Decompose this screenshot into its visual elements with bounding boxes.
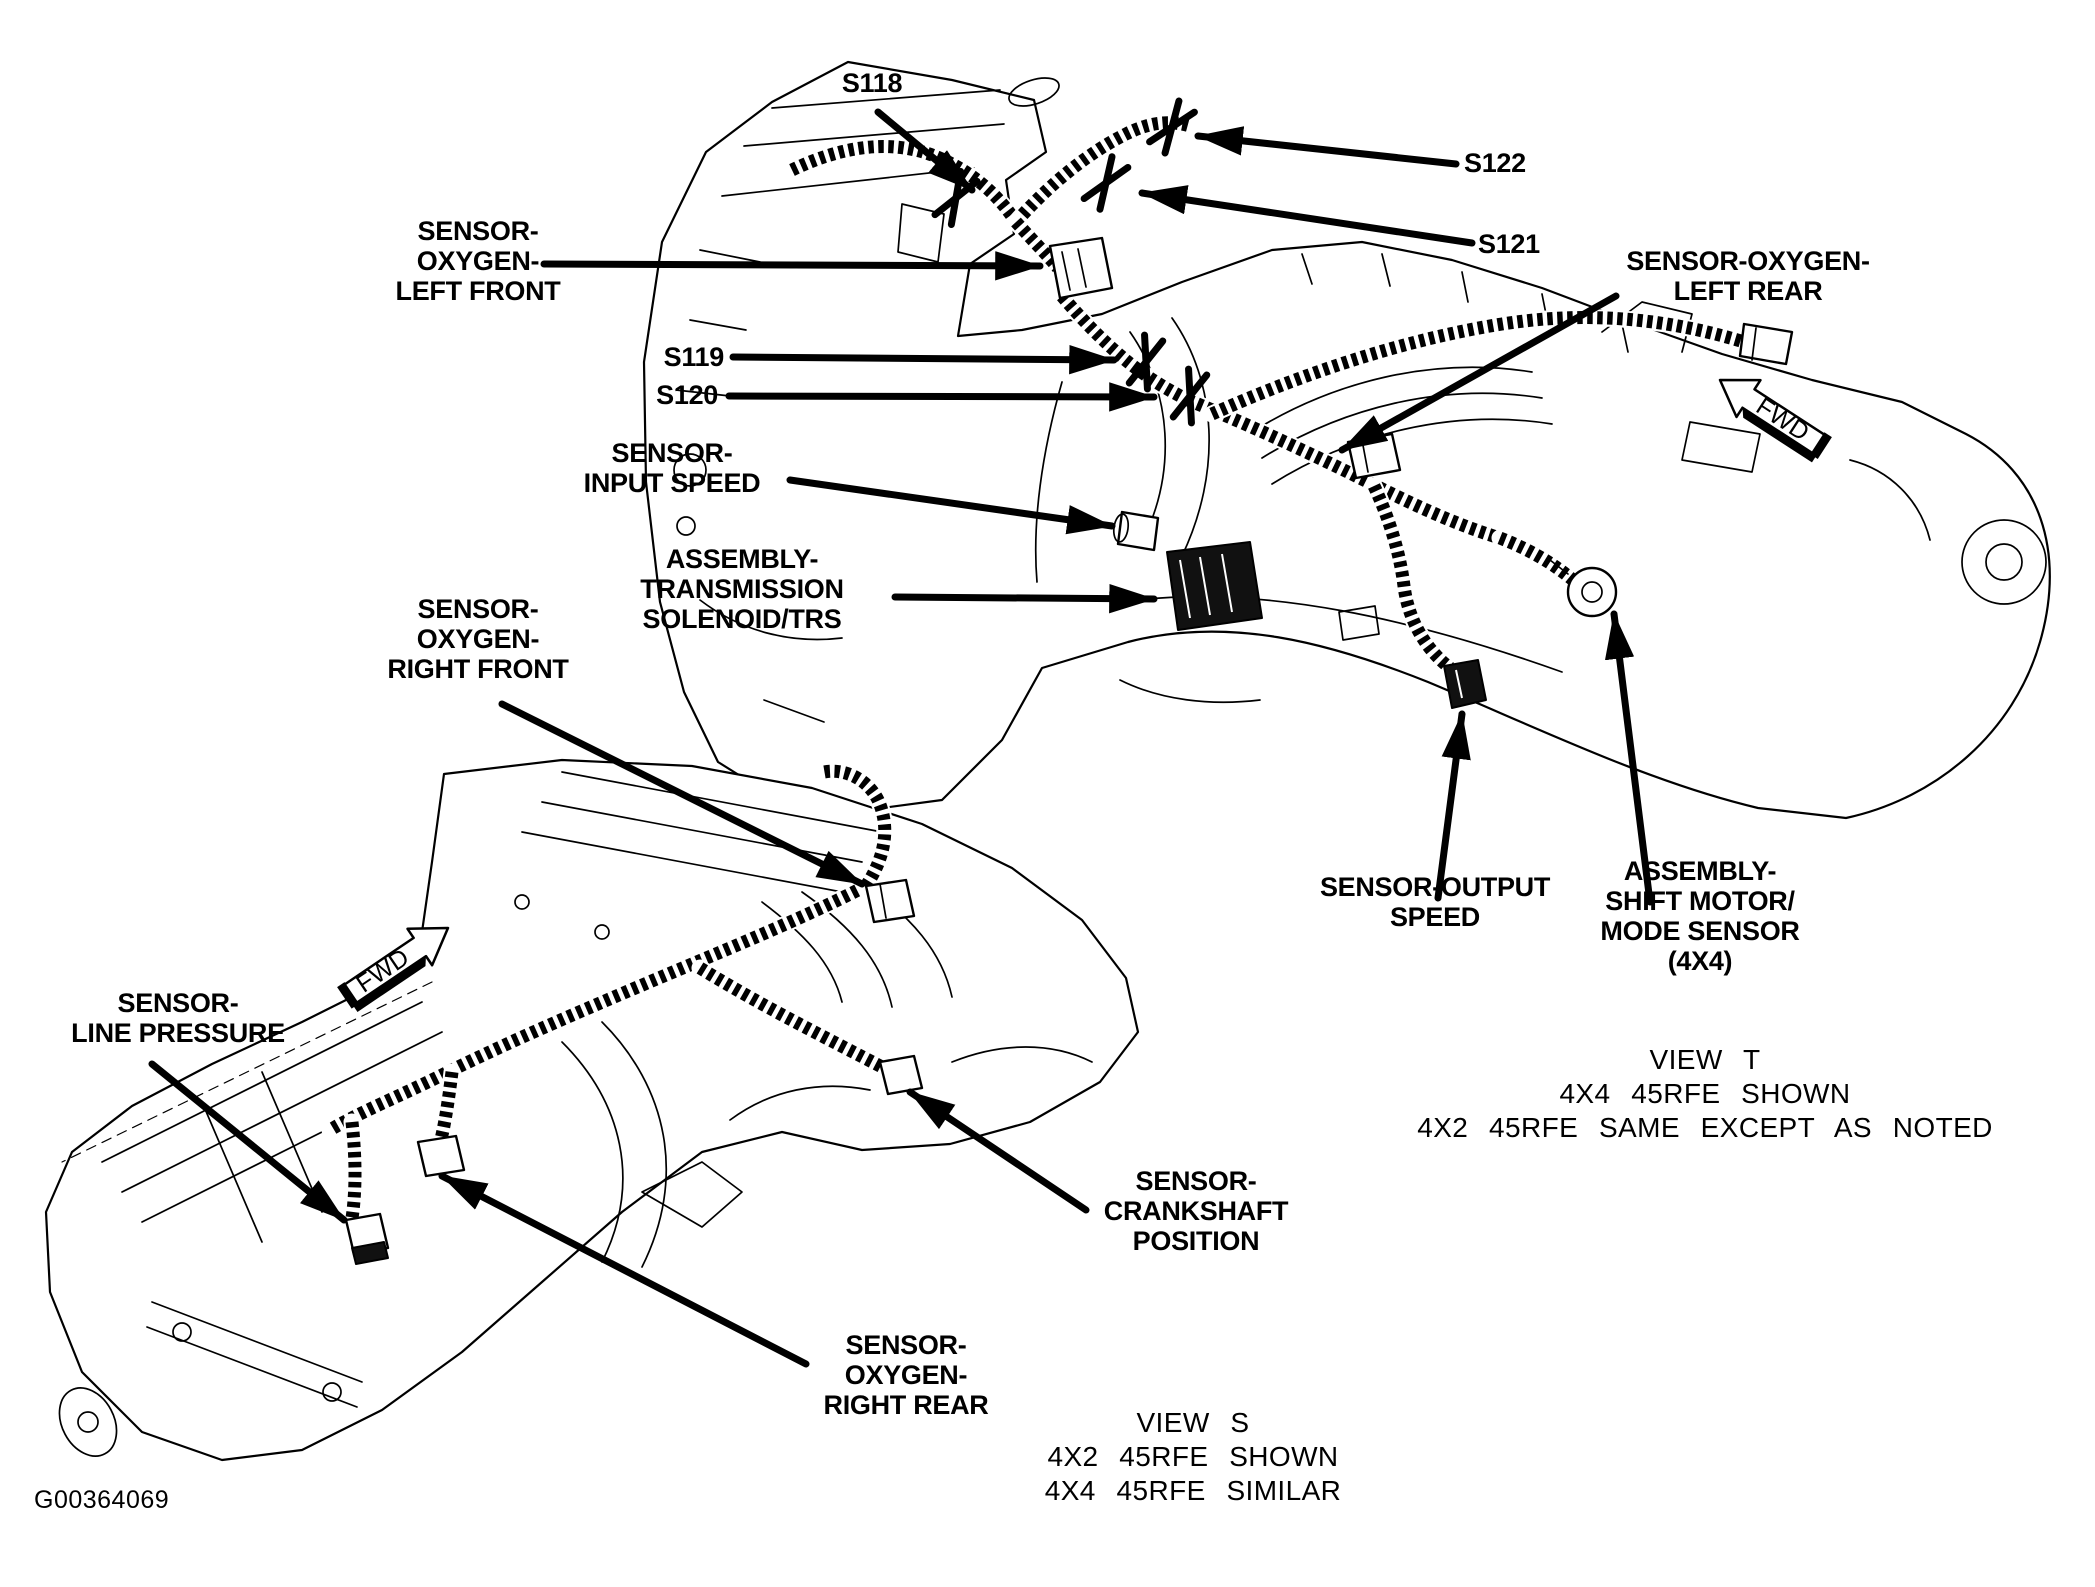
view-s-caption: VIEW S 4X2 45RFE SHOWN 4X4 45RFE SIMILAR: [1044, 1407, 1342, 1506]
o2-right-front-connector: [864, 878, 916, 924]
leader-crankshaft: [906, 1088, 1090, 1214]
callout-o2-right-front: SENSOR- OXYGEN- RIGHT FRONT: [387, 594, 569, 684]
o2-right-rear-connector: [416, 1134, 466, 1178]
o2-left-front-connector: [1048, 236, 1114, 300]
shift-motor-assembly: [1566, 566, 1618, 618]
callout-output-speed: SENSOR-OUTPUT SPEED: [1319, 872, 1551, 932]
splice-mark-s122: [1146, 97, 1198, 157]
leader-input-speed: [786, 476, 1116, 535]
input-speed-sensor: [1116, 510, 1160, 552]
callout-s118: S118: [841, 68, 903, 98]
leader-s119: [729, 344, 1118, 375]
leader-trans-solenoid: [891, 583, 1158, 614]
callout-shift-motor: ASSEMBLY- SHIFT MOTOR/ MODE SENSOR (4X4): [1600, 856, 1800, 976]
leader-output-speed: [1434, 710, 1471, 902]
leader-shift-motor: [1604, 610, 1654, 906]
leader-s121: [1138, 185, 1476, 247]
connectors: [344, 236, 1794, 1265]
leader-o2-left-front: [540, 251, 1044, 281]
view-t-drawing: [642, 60, 2051, 820]
leader-line-pressure: [148, 1060, 348, 1224]
callout-s120: S120: [656, 380, 718, 410]
callout-line-pressure: SENSOR- LINE PRESSURE: [71, 988, 285, 1048]
leader-arrows: [148, 108, 1654, 1368]
callout-s121: S121: [1478, 229, 1540, 259]
leader-o2-left-rear: [1338, 292, 1620, 454]
figure-code: G00364069: [34, 1486, 170, 1514]
leader-s118: [874, 108, 976, 194]
leader-o2-right-rear: [438, 1172, 810, 1368]
callout-s122: S122: [1464, 148, 1526, 178]
crankshaft-sensor-connector: [878, 1054, 924, 1096]
splice-mark-s119: [1125, 331, 1167, 393]
callout-o2-left-front: SENSOR- OXYGEN- LEFT FRONT: [395, 216, 561, 306]
callout-s119: S119: [663, 342, 725, 372]
harness-end-connector: [1738, 322, 1794, 366]
callout-crankshaft: SENSOR- CRANKSHAFT POSITION: [1103, 1166, 1289, 1256]
leader-s120: [725, 382, 1158, 412]
output-speed-sensor: [1443, 659, 1487, 709]
callout-input-speed: SENSOR- INPUT SPEED: [583, 438, 761, 498]
splice-mark-s121: [1080, 153, 1132, 213]
callout-trans-solenoid: ASSEMBLY- TRANSMISSION SOLENOID/TRS: [640, 544, 844, 634]
trans-solenoid-connector: [1166, 541, 1263, 631]
callout-o2-right-rear: SENSOR- OXYGEN- RIGHT REAR: [823, 1330, 989, 1420]
splice-mark-s120: [1169, 365, 1211, 427]
leader-s122: [1194, 126, 1460, 168]
view-t-caption: VIEW T 4X4 45RFE SHOWN 4X2 45RFE SAME EX…: [1417, 1044, 1993, 1143]
leader-o2-right-front: [498, 700, 866, 888]
callout-o2-left-rear: SENSOR-OXYGEN- LEFT REAR: [1626, 246, 1870, 306]
